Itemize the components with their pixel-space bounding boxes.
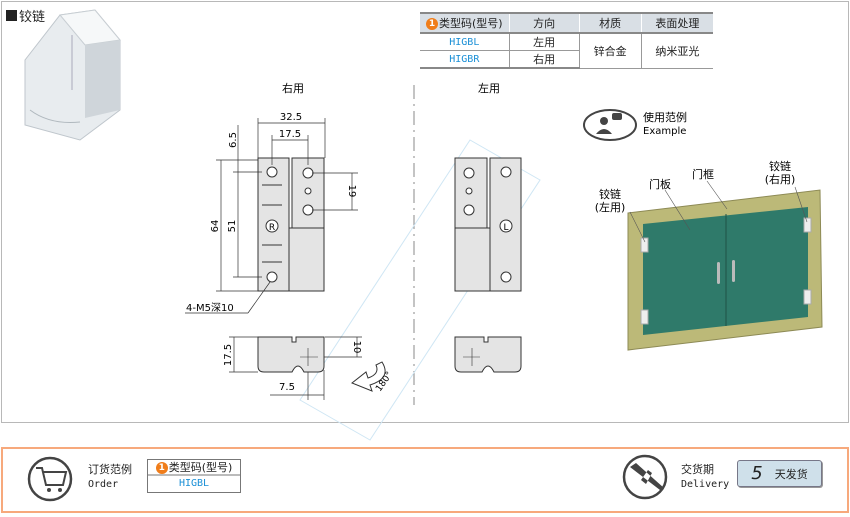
row-direction: 右用 xyxy=(508,50,580,69)
delivery-days: 5 xyxy=(751,463,763,484)
page-title: 铰链 xyxy=(6,6,45,25)
thread-note: 4-M5深10 xyxy=(186,302,234,314)
label-hinge-right: 铰链 xyxy=(769,159,791,173)
table-row: HIGBL 左用 锌合金 纳米亚光 xyxy=(420,33,714,69)
order-subtitle: Order xyxy=(88,479,119,490)
order-panel xyxy=(1,447,849,513)
dim-width-total: 32.5 xyxy=(280,112,302,123)
door-illustration xyxy=(627,180,823,351)
right-hand-front-view xyxy=(257,157,325,292)
dim-depth: 10 xyxy=(351,341,362,354)
dim-thickness: 17.5 xyxy=(223,344,234,366)
header-material: 材质 xyxy=(578,12,642,34)
badge-icon: 1 xyxy=(155,462,168,474)
table-row: HIGBR 右用 xyxy=(420,50,713,69)
delivery-subtitle: Delivery xyxy=(681,479,730,490)
badge-icon: 1 xyxy=(426,18,438,30)
dim-width-hole: 17.5 xyxy=(279,129,301,140)
dim-offset: 7.5 xyxy=(279,382,295,393)
title-text: 铰链 xyxy=(19,10,46,25)
rotate-arrow-icon xyxy=(351,361,386,392)
label-frame: 门框 xyxy=(692,167,714,181)
order-header: 类型码(型号) xyxy=(168,461,233,474)
order-title: 订货范例 xyxy=(88,463,132,476)
label-hinge-right-sub: (右用) xyxy=(765,172,796,186)
header-finish: 表面处理 xyxy=(640,12,714,34)
mark-r: R xyxy=(269,223,275,233)
right-label: 右用 xyxy=(282,81,304,95)
example-icon xyxy=(583,109,637,141)
label-hinge-left-sub: (左用) xyxy=(595,201,626,214)
material-value: 锌合金 xyxy=(578,33,642,69)
product-panel xyxy=(1,1,849,423)
row-code: HIGBL xyxy=(420,33,510,51)
delivery-label: 交货期 Delivery xyxy=(681,462,729,492)
example-subtitle: Example xyxy=(643,126,686,137)
dim-height: 64 xyxy=(210,220,221,233)
header-direction: 方向 xyxy=(508,12,580,34)
dim-hole-span: 51 xyxy=(227,220,238,233)
finish-value: 纳米亚光 xyxy=(640,33,714,69)
side-views xyxy=(257,336,522,373)
label-hinge-left: 铰链 xyxy=(599,187,621,201)
delivery-unit: 天发货 xyxy=(774,467,808,481)
dim-top-offset: 6.5 xyxy=(228,132,239,148)
product-image xyxy=(24,9,121,141)
order-value: HIGBL xyxy=(178,478,210,489)
delivery-title: 交货期 xyxy=(681,463,714,476)
example-title: 使用范例 xyxy=(643,110,687,124)
order-label: 订货范例 Order xyxy=(88,462,132,492)
dim-small-span: 19 xyxy=(346,185,357,198)
watermark xyxy=(299,139,541,441)
label-door: 门板 xyxy=(649,177,671,191)
square-icon xyxy=(6,10,17,21)
header-code: 类型码(型号) xyxy=(439,17,503,30)
left-hand-front-view xyxy=(454,157,522,292)
delivery-days-badge: 5 天发货 xyxy=(737,460,822,487)
row-direction: 左用 xyxy=(508,33,580,51)
mark-l: L xyxy=(503,223,508,233)
dimension-lines xyxy=(185,118,362,400)
left-label: 左用 xyxy=(478,82,500,95)
row-code: HIGBR xyxy=(420,50,510,69)
